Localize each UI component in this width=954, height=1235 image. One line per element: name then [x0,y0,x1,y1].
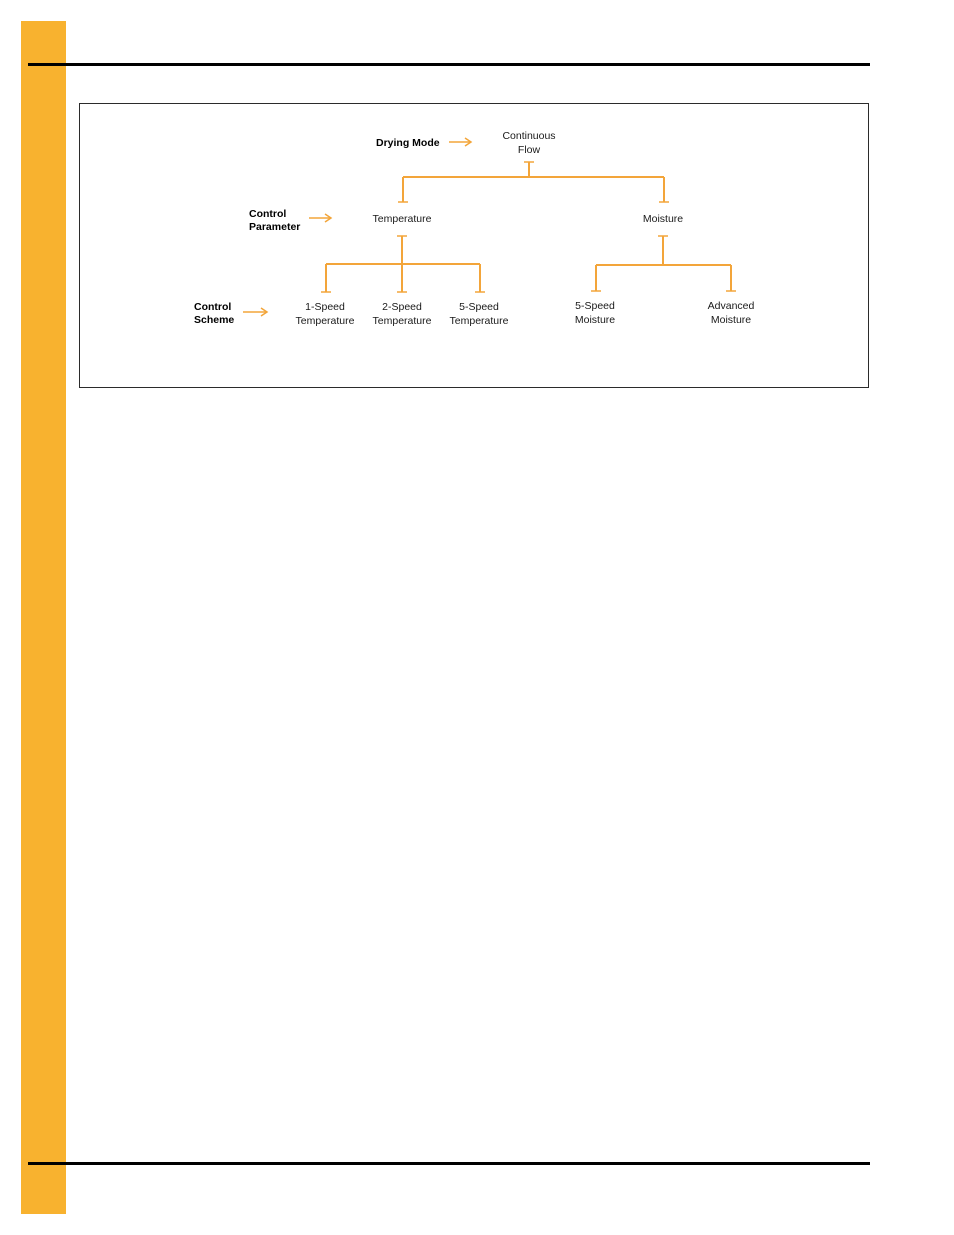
advanced-moist-node-line2: Moisture [711,314,751,326]
drying-control-tree-diagram: Drying Mode Control Parameter Control Sc… [80,104,870,389]
header-rule [28,63,870,66]
moisture-node: Moisture [643,213,683,225]
five-speed-temp-node-line2: Temperature [450,315,509,327]
root-node-line2: Flow [518,144,541,156]
control-scheme-arrow-icon [243,308,267,316]
side-color-band [21,21,66,1214]
two-speed-temp-node-line2: Temperature [373,315,432,327]
five-speed-moist-node-line1: 5-Speed [575,300,615,312]
two-speed-temp-node-line1: 2-Speed [382,301,422,313]
five-speed-temp-node-line1: 5-Speed [459,301,499,313]
control-parameter-label-line1: Control [249,208,286,220]
advanced-moist-node-line1: Advanced [708,300,755,312]
control-scheme-label-line1: Control [194,301,231,313]
control-scheme-label-line2: Scheme [194,314,234,326]
figure-frame: Drying Mode Control Parameter Control Sc… [79,103,869,388]
control-parameter-label-line2: Parameter [249,221,300,233]
tree-nodes: Continuous Flow Temperature Moisture 1-S… [296,130,755,327]
footer-rule [28,1162,870,1165]
one-speed-temp-node-line1: 1-Speed [305,301,345,313]
level-labels: Drying Mode Control Parameter Control Sc… [194,137,440,326]
root-node-line1: Continuous [502,130,555,142]
temperature-node: Temperature [373,213,432,225]
one-speed-temp-node-line2: Temperature [296,315,355,327]
drying-mode-arrow-icon [449,138,471,146]
five-speed-moist-node-line2: Moisture [575,314,615,326]
connectors [321,162,736,292]
control-parameter-arrow-icon [309,214,331,222]
drying-mode-label: Drying Mode [376,137,440,149]
